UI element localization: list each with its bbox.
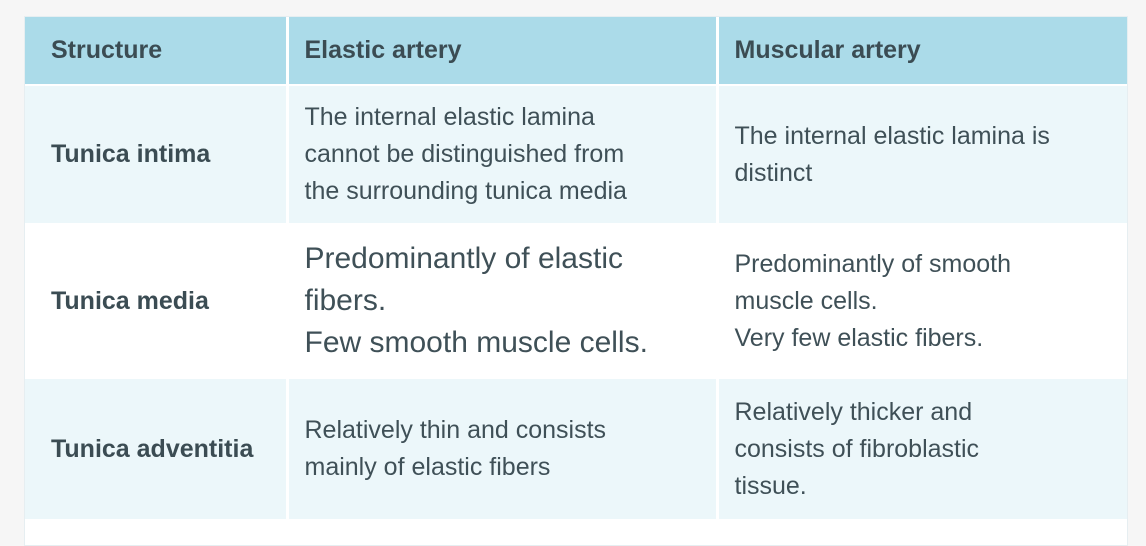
header-structure: Structure: [25, 17, 289, 86]
elastic-artery-cell: Relatively thin and consists mainly of e…: [287, 379, 719, 519]
row-structure-label: Tunica intima: [25, 85, 289, 223]
elastic-artery-cell: The internal elastic lamina cannot be di…: [287, 85, 719, 223]
table-row: Tunica intima The internal elastic lamin…: [25, 85, 1127, 223]
cell-text: Relatively thicker and consists of fibro…: [734, 397, 980, 500]
cell-text: The internal elastic lamina cannot be di…: [304, 103, 627, 205]
table-body: Tunica intima The internal elastic lamin…: [25, 85, 1127, 519]
table-row: Tunica media Predominantly of elastic fi…: [25, 223, 1127, 379]
header-muscular-artery: Muscular artery: [717, 17, 1127, 86]
muscular-artery-cell: Predominantly of smooth muscle cells. Ve…: [717, 223, 1127, 379]
header-row: Structure Elastic artery Muscular artery: [25, 17, 1127, 86]
cell-text: Predominantly of elastic fibers. Few smo…: [304, 242, 648, 359]
cell-text: Relatively thin and consists mainly of e…: [304, 416, 607, 481]
elastic-artery-cell: Predominantly of elastic fibers. Few smo…: [287, 223, 719, 379]
cell-text: Predominantly of smooth muscle cells. Ve…: [734, 249, 1012, 352]
cell-text: The internal elastic lamina is distinct: [734, 121, 1050, 187]
muscular-artery-cell: The internal elastic lamina is distinct: [717, 85, 1127, 223]
comparison-table-container: Structure Elastic artery Muscular artery…: [24, 16, 1128, 546]
header-elastic-artery: Elastic artery: [287, 17, 719, 86]
table-header: Structure Elastic artery Muscular artery: [25, 17, 1127, 86]
row-structure-label: Tunica media: [25, 223, 289, 379]
table-row: Tunica adventitia Relatively thin and co…: [25, 379, 1127, 519]
row-structure-label: Tunica adventitia: [25, 379, 289, 519]
muscular-artery-cell: Relatively thicker and consists of fibro…: [717, 379, 1127, 519]
artery-comparison-table: Structure Elastic artery Muscular artery…: [25, 17, 1127, 519]
